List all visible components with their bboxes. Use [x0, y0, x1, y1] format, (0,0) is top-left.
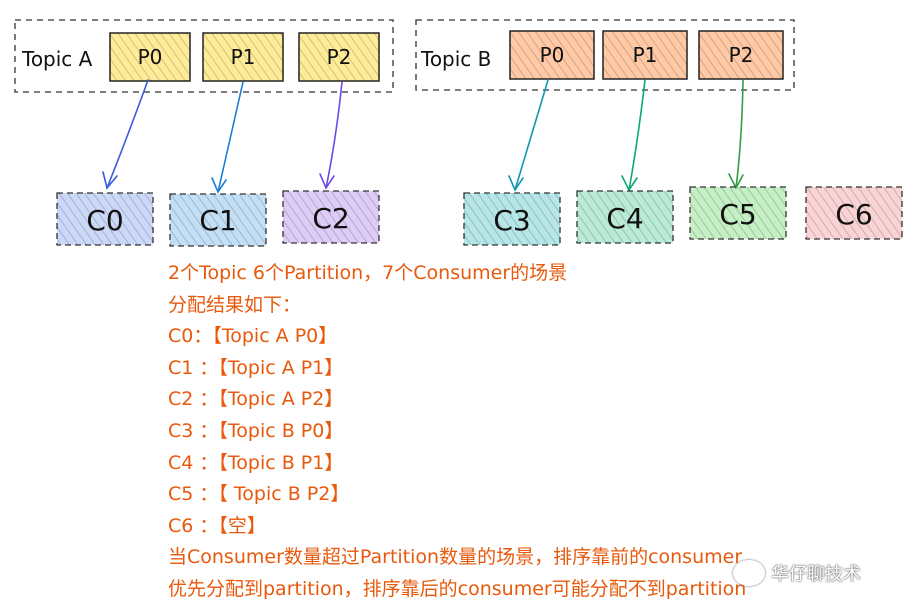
arrow-b-p0-to-c3 — [508, 79, 549, 192]
notes-line-conclusion-1: 当Consumer数量超过Partition数量的场景，排序靠前的consume… — [168, 546, 743, 569]
arrow-p1-to-c1 — [211, 81, 244, 194]
consumer-c4-label: C4 — [606, 202, 643, 235]
topic-b-p1-hatch — [603, 31, 687, 79]
arrow-b-p2-to-c5 — [728, 79, 744, 190]
topic-a-label: Topic A — [21, 47, 93, 71]
topic-b-label: Topic B — [420, 47, 491, 71]
consumer-c2-label: C2 — [312, 202, 349, 235]
topic-b-partition-p0: P0 — [509, 30, 595, 80]
consumer-c2: C2 — [282, 190, 380, 244]
notes-line-conclusion-2: 优先分配到partition，排序靠后的consumer可能分配不到partit… — [168, 577, 747, 600]
topic-a-p1-hatch — [203, 33, 283, 81]
notes-line-c6: C6 ：【空】 — [168, 514, 266, 537]
topic-a-p0-label: P0 — [138, 45, 163, 69]
topic-b-partition-p1: P1 — [602, 30, 688, 80]
topic-a-group: Topic A P0 P1 P2 — [14, 19, 394, 93]
notes-line-c0: C0：【Topic A P0】 — [168, 325, 338, 348]
topic-a-partition-p0: P0 — [109, 32, 191, 82]
assignment-arrows — [102, 79, 744, 194]
consumer-c6-label: C6 — [835, 198, 872, 231]
topic-a-border — [14, 19, 394, 93]
topic-b-group: Topic B P0 P1 P2 — [415, 19, 795, 91]
notes-line-c2: C2 ：【Topic A P2】 — [168, 388, 344, 411]
consumer-c1: C1 — [169, 193, 267, 247]
consumer-c1-label: C1 — [199, 204, 236, 237]
consumer-c3-label: C3 — [493, 204, 530, 237]
topic-b-p2-hatch — [699, 31, 783, 79]
topic-b-border — [415, 19, 795, 91]
topic-b-partition-p2: P2 — [698, 30, 784, 80]
arrow-p0-to-c0 — [102, 79, 149, 190]
topic-a-p0-hatch — [110, 33, 190, 81]
arrow-p2-to-c2 — [319, 81, 343, 190]
consumer-c4: C4 — [576, 190, 674, 244]
consumers: C0 C1 C2 C3 C4 C5 C6 — [56, 186, 903, 247]
topic-b-p0-label: P0 — [540, 43, 565, 67]
watermark: 华仔聊技术 — [733, 560, 861, 586]
topic-a-partition-p1: P1 — [202, 32, 284, 82]
topic-a-p2-label: P2 — [327, 45, 352, 69]
notes-line-c3: C3 ：【Topic B P0】 — [168, 419, 344, 442]
consumer-c5: C5 — [689, 186, 787, 240]
notes-line-c4: C4 ：【Topic B P1】 — [168, 451, 344, 474]
consumer-c0-label: C0 — [86, 204, 123, 237]
consumer-c3: C3 — [463, 192, 561, 246]
notes-line-c1: C1 ：【Topic A P1】 — [168, 356, 344, 379]
notes-line-scenario: 2个Topic 6个Partition，7个Consumer的场景 — [168, 262, 568, 284]
wechat-icon — [733, 560, 765, 586]
topic-a-p2-hatch — [299, 33, 379, 81]
notes-line-result-heading: 分配结果如下： — [168, 293, 302, 316]
watermark-text: 华仔聊技术 — [771, 564, 861, 585]
arrow-b-p1-to-c4 — [621, 79, 646, 192]
topic-b-p2-label: P2 — [729, 43, 754, 67]
consumer-c0: C0 — [56, 192, 154, 246]
topic-b-p0-hatch — [510, 31, 594, 79]
topic-a-partition-p2: P2 — [298, 32, 380, 82]
topic-b-p1-label: P1 — [633, 43, 658, 67]
consumer-c6: C6 — [805, 186, 903, 240]
assignment-notes: 2个Topic 6个Partition，7个Consumer的场景 分配结果如下… — [168, 258, 868, 606]
notes-line-c5: C5 ：【 Topic B P2】 — [168, 483, 350, 506]
consumer-c5-label: C5 — [719, 198, 756, 231]
topic-a-p1-label: P1 — [231, 45, 256, 69]
